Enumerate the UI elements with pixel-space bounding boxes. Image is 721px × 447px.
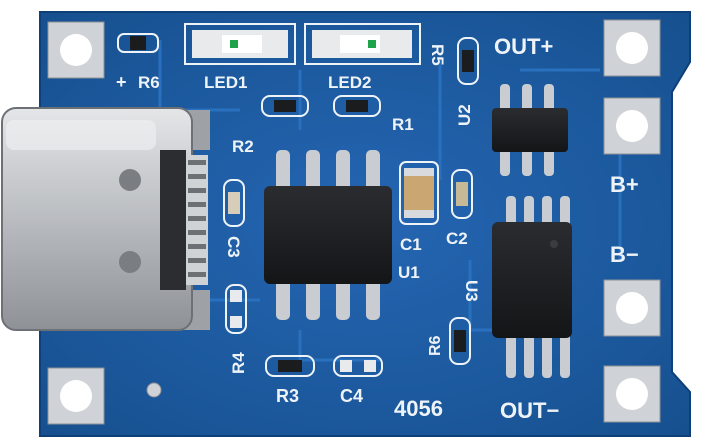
- led-2: [304, 23, 421, 65]
- label-out-minus: OUT−: [500, 398, 559, 423]
- resistor-r4: [225, 284, 247, 334]
- label-c2: C2: [446, 229, 468, 248]
- resistor-r5: [457, 37, 479, 85]
- label-u2: U2: [455, 104, 474, 126]
- chip-u1: [264, 150, 392, 320]
- capacitor-c1: [399, 161, 439, 225]
- chip-u3: [492, 196, 572, 378]
- label-u1: U1: [398, 263, 420, 282]
- label-b-plus: B+: [610, 172, 639, 197]
- capacitor-c2: [451, 169, 473, 219]
- label-r2: R2: [232, 137, 254, 156]
- pad-b-plus: [603, 97, 661, 155]
- pad-b-minus: [603, 279, 661, 337]
- label-r1: R1: [392, 115, 414, 134]
- label-r6-side: R6: [427, 335, 444, 356]
- resistor-r6-side: [449, 317, 471, 365]
- label-r4: R4: [229, 352, 248, 374]
- label-c1: C1: [400, 235, 422, 254]
- label-c4: C4: [340, 386, 363, 406]
- label-out-plus: OUT+: [494, 34, 553, 59]
- resistor-r6-top: [117, 33, 159, 53]
- chip-u2: [492, 84, 568, 176]
- label-r6-top: R6: [138, 73, 160, 92]
- label-model-4056: 4056: [394, 396, 443, 421]
- mounting-pad-bottom-left: [47, 367, 105, 425]
- label-c3: C3: [224, 236, 243, 258]
- capacitor-c3: [223, 179, 245, 227]
- label-led2: LED2: [328, 73, 371, 92]
- label-led1: LED1: [204, 73, 247, 92]
- led-1: [184, 23, 296, 65]
- via-hole: [146, 382, 162, 398]
- pad-out-plus: [603, 19, 661, 77]
- label-r5: R5: [428, 44, 447, 66]
- label-plus: +: [116, 72, 127, 92]
- pad-out-minus: [603, 365, 661, 423]
- label-b-minus: B−: [610, 242, 639, 267]
- mounting-pad-top-left: [47, 21, 105, 79]
- resistor-r3: [265, 355, 315, 377]
- resistor-unlabeled: [261, 95, 309, 117]
- usb-type-c-connector-icon: [1, 107, 210, 331]
- label-r3: R3: [276, 386, 299, 406]
- label-u3: U3: [462, 280, 481, 302]
- capacitor-c4: [333, 355, 383, 377]
- resistor-r1: [333, 95, 381, 117]
